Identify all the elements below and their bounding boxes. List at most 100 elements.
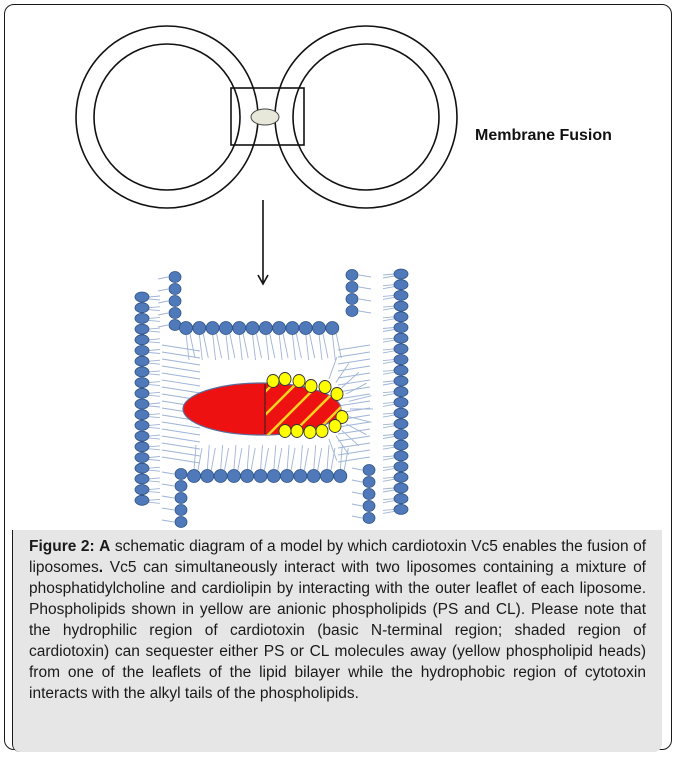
lipid-tail bbox=[225, 448, 229, 470]
lipid-tail bbox=[383, 424, 394, 425]
lipid-tail bbox=[149, 417, 160, 418]
lipid-tail bbox=[359, 299, 371, 301]
lipid-tail bbox=[149, 414, 160, 415]
lipid-head bbox=[394, 355, 408, 365]
lipid-tail bbox=[338, 345, 370, 350]
lipid-tail bbox=[158, 325, 168, 327]
lipid-tail bbox=[383, 276, 394, 278]
lipid-tail bbox=[383, 501, 394, 503]
lipid-head bbox=[135, 367, 149, 377]
lipid-tail bbox=[158, 301, 168, 303]
lipid-head bbox=[135, 303, 149, 313]
lipid-tail bbox=[149, 481, 160, 482]
lipid-tail bbox=[383, 477, 394, 478]
lipid-head bbox=[135, 420, 149, 430]
lipid-tail bbox=[149, 499, 160, 500]
lipid-tail bbox=[149, 446, 160, 447]
lipid-head bbox=[394, 387, 408, 397]
lipid-head bbox=[394, 483, 408, 493]
lipid-tail bbox=[383, 467, 394, 468]
lipid-tail bbox=[149, 310, 160, 311]
lipid-tail bbox=[383, 351, 394, 353]
lipid-head bbox=[394, 408, 408, 418]
lipid-tail bbox=[230, 334, 235, 358]
lipid-head bbox=[135, 485, 149, 495]
lipid-tail bbox=[349, 417, 371, 423]
lipid-tail bbox=[149, 403, 160, 404]
lipid-tail bbox=[352, 516, 362, 518]
lipid-tail bbox=[383, 499, 394, 500]
lipid-head bbox=[363, 513, 375, 524]
lipid-head bbox=[394, 376, 408, 386]
lipid-tail bbox=[266, 334, 269, 360]
lipid-tail bbox=[162, 387, 200, 393]
lipid-tail bbox=[318, 448, 322, 470]
lipid-head bbox=[135, 324, 149, 334]
lipid-head bbox=[394, 344, 408, 354]
lipid-head bbox=[346, 294, 358, 305]
lipid-head bbox=[273, 322, 286, 335]
lipid-head bbox=[294, 470, 307, 483]
lipid-tail bbox=[327, 445, 329, 470]
lipid-tail bbox=[292, 334, 295, 360]
lipid-head bbox=[175, 517, 187, 528]
lipid-tail bbox=[207, 445, 209, 470]
lipid-tail bbox=[338, 436, 370, 441]
lipid-tail bbox=[149, 438, 160, 439]
lipid-tail bbox=[346, 383, 366, 394]
lipid-tail bbox=[149, 374, 160, 375]
lipid-head bbox=[321, 470, 334, 483]
lipid-head bbox=[394, 333, 408, 343]
lipid-tail bbox=[149, 385, 160, 386]
lipid-tail bbox=[383, 394, 394, 396]
lipid-tail bbox=[383, 338, 394, 339]
lipid-tail bbox=[383, 511, 394, 513]
lipid-head bbox=[219, 322, 232, 335]
lipid-head bbox=[346, 306, 358, 317]
lipid-tail bbox=[383, 469, 394, 471]
lipid-tail bbox=[198, 448, 202, 470]
lipid-tail bbox=[149, 470, 160, 471]
lipid-head bbox=[394, 451, 408, 461]
lipid-tail bbox=[342, 372, 359, 387]
lipid-head bbox=[267, 470, 280, 483]
lipid-tail bbox=[278, 448, 282, 470]
lipid-tail bbox=[226, 334, 229, 360]
lipid-head bbox=[175, 493, 187, 504]
lipid-tail bbox=[300, 445, 302, 470]
lipid-head bbox=[201, 470, 214, 483]
lipid-tail bbox=[383, 445, 394, 446]
left-liposome-inner bbox=[94, 44, 240, 190]
lipid-tail bbox=[149, 395, 160, 396]
lipid-tail bbox=[149, 435, 160, 436]
lipid-tail bbox=[162, 429, 200, 435]
lipid-head bbox=[169, 284, 181, 295]
lipid-tail bbox=[149, 478, 160, 479]
caption-box: Figure 2: A schematic diagram of a model… bbox=[12, 530, 662, 752]
lipid-tail bbox=[296, 334, 301, 358]
lipid-tail bbox=[279, 334, 282, 360]
lipid-tail bbox=[274, 445, 276, 470]
lipid-tail bbox=[352, 504, 362, 506]
lipid-tail bbox=[383, 479, 394, 481]
lipid-head bbox=[227, 470, 240, 483]
lipid-head bbox=[394, 440, 408, 450]
lipid-tail bbox=[149, 363, 160, 364]
anionic-head bbox=[331, 388, 343, 401]
lipid-head bbox=[334, 470, 347, 483]
lipid-tail bbox=[383, 415, 394, 417]
lipid-tail bbox=[217, 334, 222, 358]
lipid-tail bbox=[352, 492, 362, 494]
lipid-tail bbox=[149, 406, 160, 407]
lipid-tail bbox=[383, 372, 394, 374]
lipid-tail bbox=[149, 296, 160, 297]
lipid-tail bbox=[383, 297, 394, 299]
lipid-tail bbox=[162, 373, 200, 379]
lipid-tail bbox=[149, 328, 160, 329]
lipid-tail bbox=[383, 402, 394, 403]
lipid-tail bbox=[383, 509, 394, 510]
lipid-head bbox=[286, 322, 299, 335]
lipid-tail bbox=[383, 426, 394, 428]
lipid-tail bbox=[336, 334, 341, 358]
lipid-head bbox=[188, 470, 201, 483]
